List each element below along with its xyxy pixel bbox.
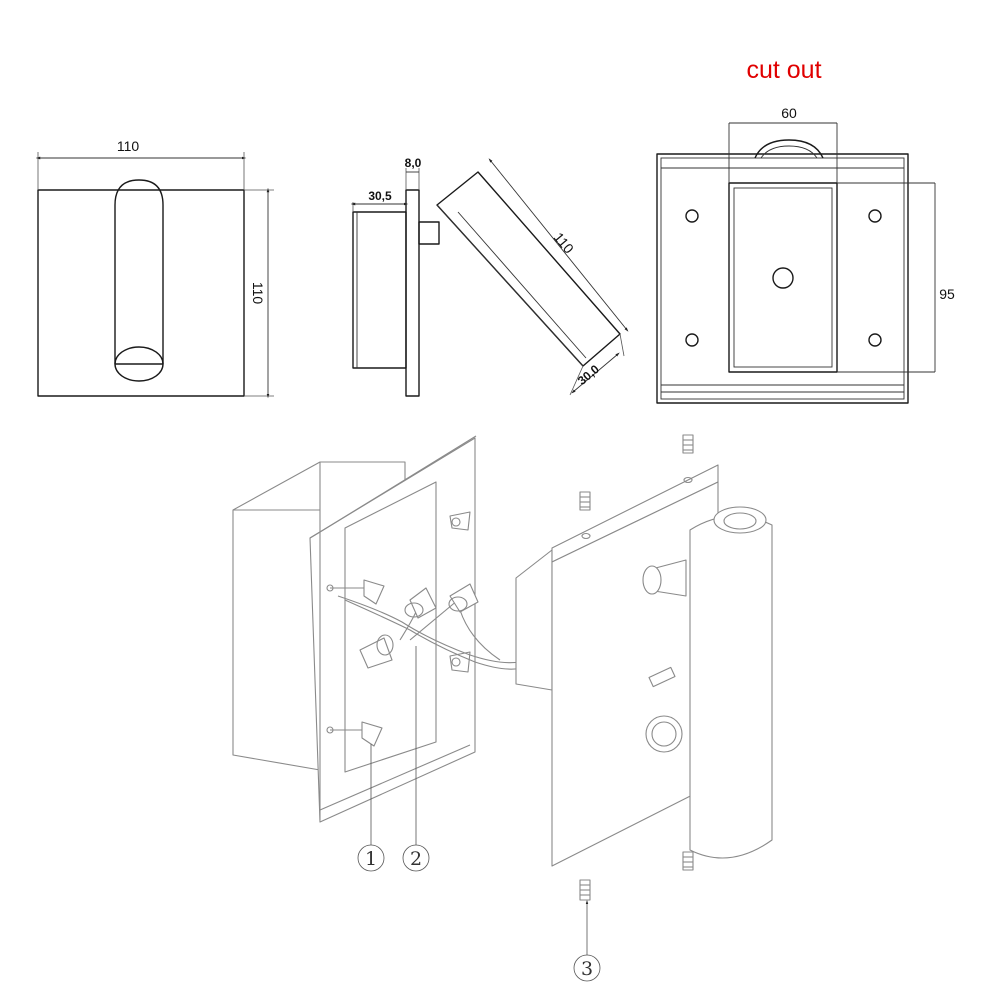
side-arm-joint — [418, 221, 440, 245]
screw-hole-bottom-left — [685, 333, 699, 347]
screw-hole-top-right — [868, 209, 882, 223]
arm-width-label: 30,0 — [575, 362, 602, 388]
side-lamp-arm — [436, 171, 621, 367]
lamp-arm-joint — [642, 559, 687, 597]
grub-screw-bottom-right — [682, 851, 694, 871]
push-button — [645, 715, 683, 753]
side-plate — [405, 189, 420, 397]
lamp-plate — [515, 464, 773, 867]
plate-thickness-label: 8,0 — [405, 156, 422, 170]
callout-1: 1 — [357, 744, 385, 872]
cutout-width-label: 60 — [781, 105, 797, 121]
svg-text:1: 1 — [365, 848, 377, 870]
cutout-view: cut out 60 95 — [656, 56, 955, 404]
front-view: 110 110 — [35, 138, 274, 399]
screw-right-upper — [449, 511, 471, 531]
cutout-lamp-top — [754, 139, 824, 159]
box-depth-label: 30,5 — [368, 189, 392, 203]
front-width-label: 110 — [117, 138, 140, 154]
lamp-tube — [689, 506, 773, 859]
grub-screw-top — [682, 434, 694, 454]
exploded-view: 1 2 3 — [232, 434, 773, 982]
cutout-title: cut out — [746, 56, 821, 84]
wire-connector-1 — [359, 634, 394, 669]
grub-screw-bottom — [579, 879, 591, 901]
callout-3: 3 — [573, 900, 601, 982]
front-lamp-tube — [114, 179, 164, 365]
front-plate — [37, 189, 245, 397]
wire-connector-3 — [448, 583, 479, 613]
callout-2: 2 — [402, 646, 430, 872]
front-height-label: 110 — [250, 282, 266, 305]
wiring — [337, 583, 523, 670]
arm-length-label: 110 — [551, 229, 578, 257]
screw-hole-bottom-right — [868, 333, 882, 347]
grub-screw-upper-left — [579, 491, 591, 511]
screw-hole-top-left — [685, 209, 699, 223]
cutout-center-hole — [772, 267, 794, 289]
screw-left-upper — [326, 579, 385, 605]
svg-text:3: 3 — [581, 958, 593, 980]
screw-right-lower — [449, 651, 471, 673]
svg-text:2: 2 — [410, 848, 422, 870]
screw-left-lower — [326, 721, 383, 747]
front-lamp-lens — [114, 346, 164, 382]
side-wall-box — [352, 211, 407, 369]
cutout-opening — [728, 182, 838, 373]
mounting-frame — [309, 435, 477, 823]
cutout-height-label: 95 — [939, 286, 955, 302]
side-view: 8,0 30,5 110 30,0 — [350, 156, 629, 397]
wire-connector-2 — [404, 587, 437, 619]
frame-screws — [326, 511, 471, 747]
switch-slot — [648, 666, 676, 688]
